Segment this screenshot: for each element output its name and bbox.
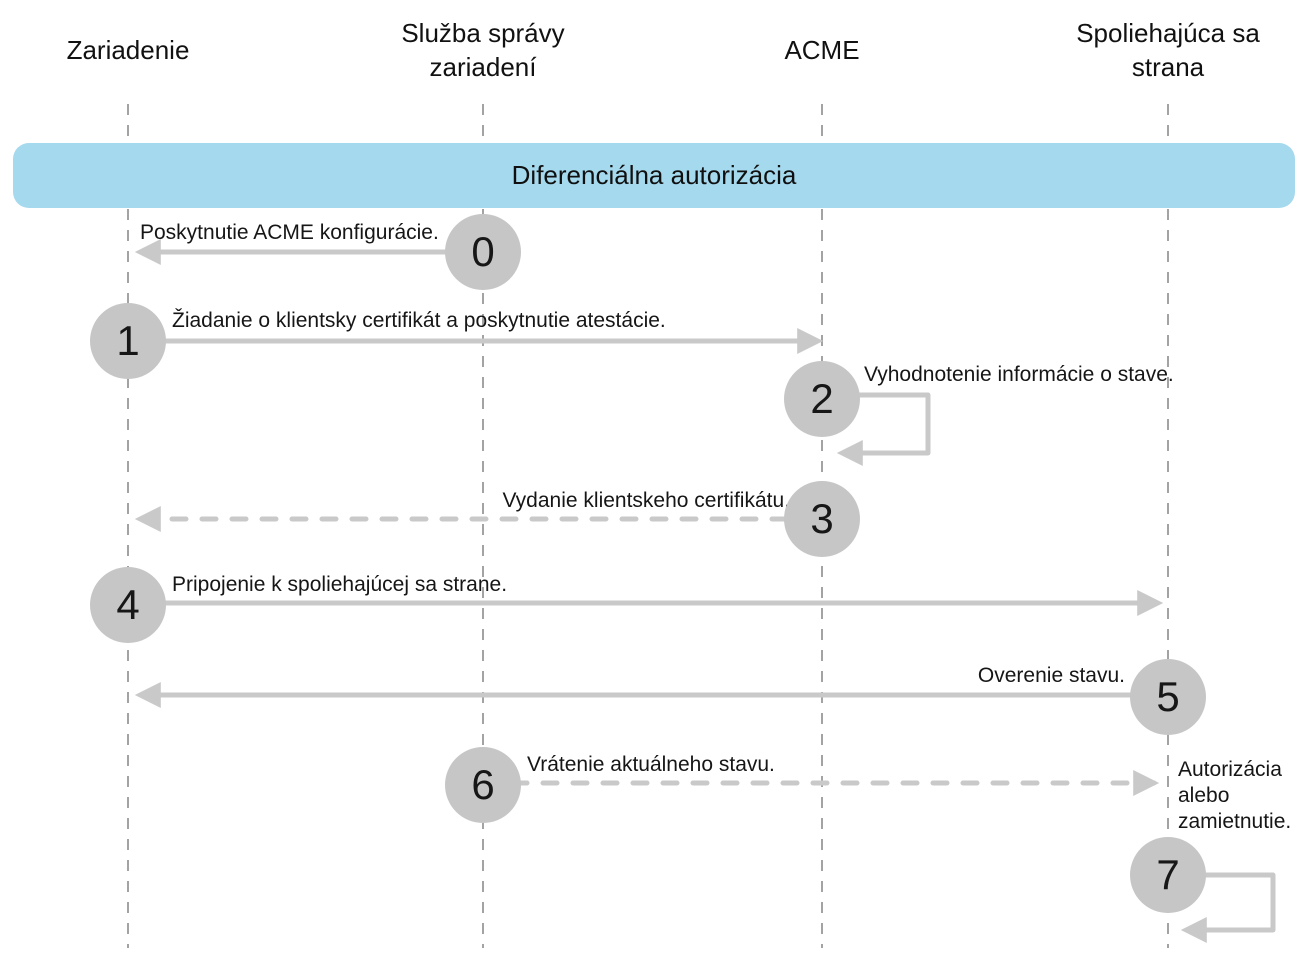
step-6-number: 6 bbox=[471, 761, 495, 808]
step-1-label: Žiadanie o klientsky certifikát a poskyt… bbox=[172, 309, 666, 332]
step-0-number: 0 bbox=[471, 228, 495, 275]
step-7-number: 7 bbox=[1156, 851, 1180, 898]
step-4-number: 4 bbox=[116, 581, 140, 628]
step-1-number: 1 bbox=[116, 317, 140, 364]
step-6-label: Vrátenie aktuálneho stavu. bbox=[527, 753, 775, 776]
step-0-label: Poskytnutie ACME konfigurácie. bbox=[140, 221, 439, 244]
step-2-number: 2 bbox=[810, 375, 834, 422]
step-5-number: 5 bbox=[1156, 673, 1180, 720]
step-0-node: 0 bbox=[445, 214, 521, 290]
phase-banner: Diferenciálna autorizácia bbox=[13, 143, 1295, 208]
actor-spoliehajuca: Spoliehajúca sa strana bbox=[1076, 18, 1260, 82]
step-4-label: Pripojenie k spoliehajúcej sa strane. bbox=[172, 573, 508, 596]
actor-sluzba-spravy: Služba správy zariadení bbox=[401, 18, 565, 82]
actor-acme: ACME bbox=[784, 35, 860, 65]
step-3-node: 3 bbox=[784, 481, 860, 557]
arrow-step-7-self-loop bbox=[1168, 872, 1276, 943]
step-5-node: 5 bbox=[1130, 659, 1206, 735]
actor-zariadenie: Zariadenie bbox=[66, 35, 190, 65]
arrow-step-2-self-loop bbox=[822, 392, 931, 466]
step-3-number: 3 bbox=[810, 495, 834, 542]
step-4-node: 4 bbox=[90, 567, 166, 643]
step-7-node: 7 bbox=[1130, 837, 1206, 913]
step-5-label: Overenie stavu. bbox=[977, 664, 1125, 687]
step-1-node: 1 bbox=[90, 303, 166, 379]
step-7-label: Autorizácia alebo zamietnutie. bbox=[1178, 758, 1292, 833]
step-2-node: 2 bbox=[784, 361, 860, 437]
step-3-label: Vydanie klientskeho certifikátu. bbox=[502, 489, 790, 512]
step-6-node: 6 bbox=[445, 747, 521, 823]
step-2-label: Vyhodnotenie informácie o stave. bbox=[864, 363, 1174, 386]
